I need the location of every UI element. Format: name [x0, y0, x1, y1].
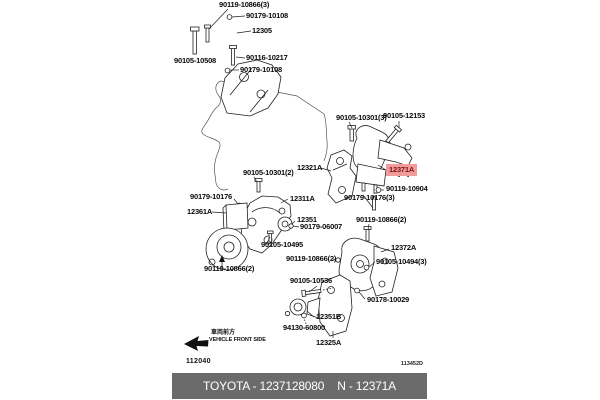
footer-reference-number: N - 12371A	[337, 379, 396, 393]
part-label: 90179-06007	[300, 222, 343, 231]
bracket-12305-drawing	[190, 14, 282, 117]
engine-outline	[201, 80, 328, 191]
part-label: 90105-10494(3)	[376, 257, 427, 266]
part-label: 12321A	[297, 163, 323, 172]
vehicle-front-label-jp: 車両前方	[211, 329, 236, 336]
footer-part-number-bar: TOYOTA - 1237128080 N - 12371A	[172, 373, 427, 399]
vehicle-front-arrow-icon	[184, 336, 209, 351]
leader-lines	[208, 8, 400, 338]
bracket-12321-drawing	[326, 149, 357, 204]
part-label: 12372A	[391, 243, 417, 252]
part-label: 12305	[252, 26, 272, 35]
part-label: 90119-10866(2)	[286, 254, 337, 263]
part-label: 90105-10495	[261, 240, 304, 249]
part-label: 90119-10904	[386, 184, 428, 193]
insulator-12372-drawing	[338, 226, 399, 297]
part-label: 90105-10301(3)	[336, 113, 387, 122]
part-label: 90119-10866(2)	[204, 264, 255, 273]
part-label: 90105-10301(2)	[243, 168, 294, 177]
part-label: 90179-10108	[240, 65, 283, 74]
insulator-12361-drawing	[205, 202, 249, 271]
vehicle-front-label-en: VEHICLE FRONT SIDE	[209, 337, 266, 343]
part-label: 12361A	[187, 207, 213, 216]
part-label: 12351	[297, 215, 317, 224]
part-label: 12311A	[290, 194, 315, 203]
part-label: 90116-10217	[246, 53, 288, 62]
part-label: 90119-10866(2)	[356, 215, 407, 224]
highlighted-part-label: 12371A	[386, 164, 418, 176]
footer-brand-part-number: TOYOTA - 1237128080	[203, 379, 325, 393]
part-label: 90179-10176	[190, 192, 233, 201]
bracket-12325-drawing	[284, 274, 353, 337]
part-label: 90179-10108	[246, 11, 289, 20]
figure-code: 112040	[186, 358, 211, 365]
part-label: 90179-10176(3)	[344, 193, 395, 202]
part-label: 90105-10536	[290, 276, 333, 285]
part-label: 94130-60800	[283, 323, 326, 332]
part-label: 12351B	[316, 312, 342, 321]
part-label: 90119-10866(3)	[219, 0, 270, 9]
part-label: 12325A	[316, 338, 342, 347]
part-label: 90178-10029	[367, 295, 410, 304]
part-label: 90105-10508	[174, 56, 217, 65]
corner-code: 113452D	[401, 361, 424, 367]
part-label: 90105-12153	[383, 111, 426, 120]
